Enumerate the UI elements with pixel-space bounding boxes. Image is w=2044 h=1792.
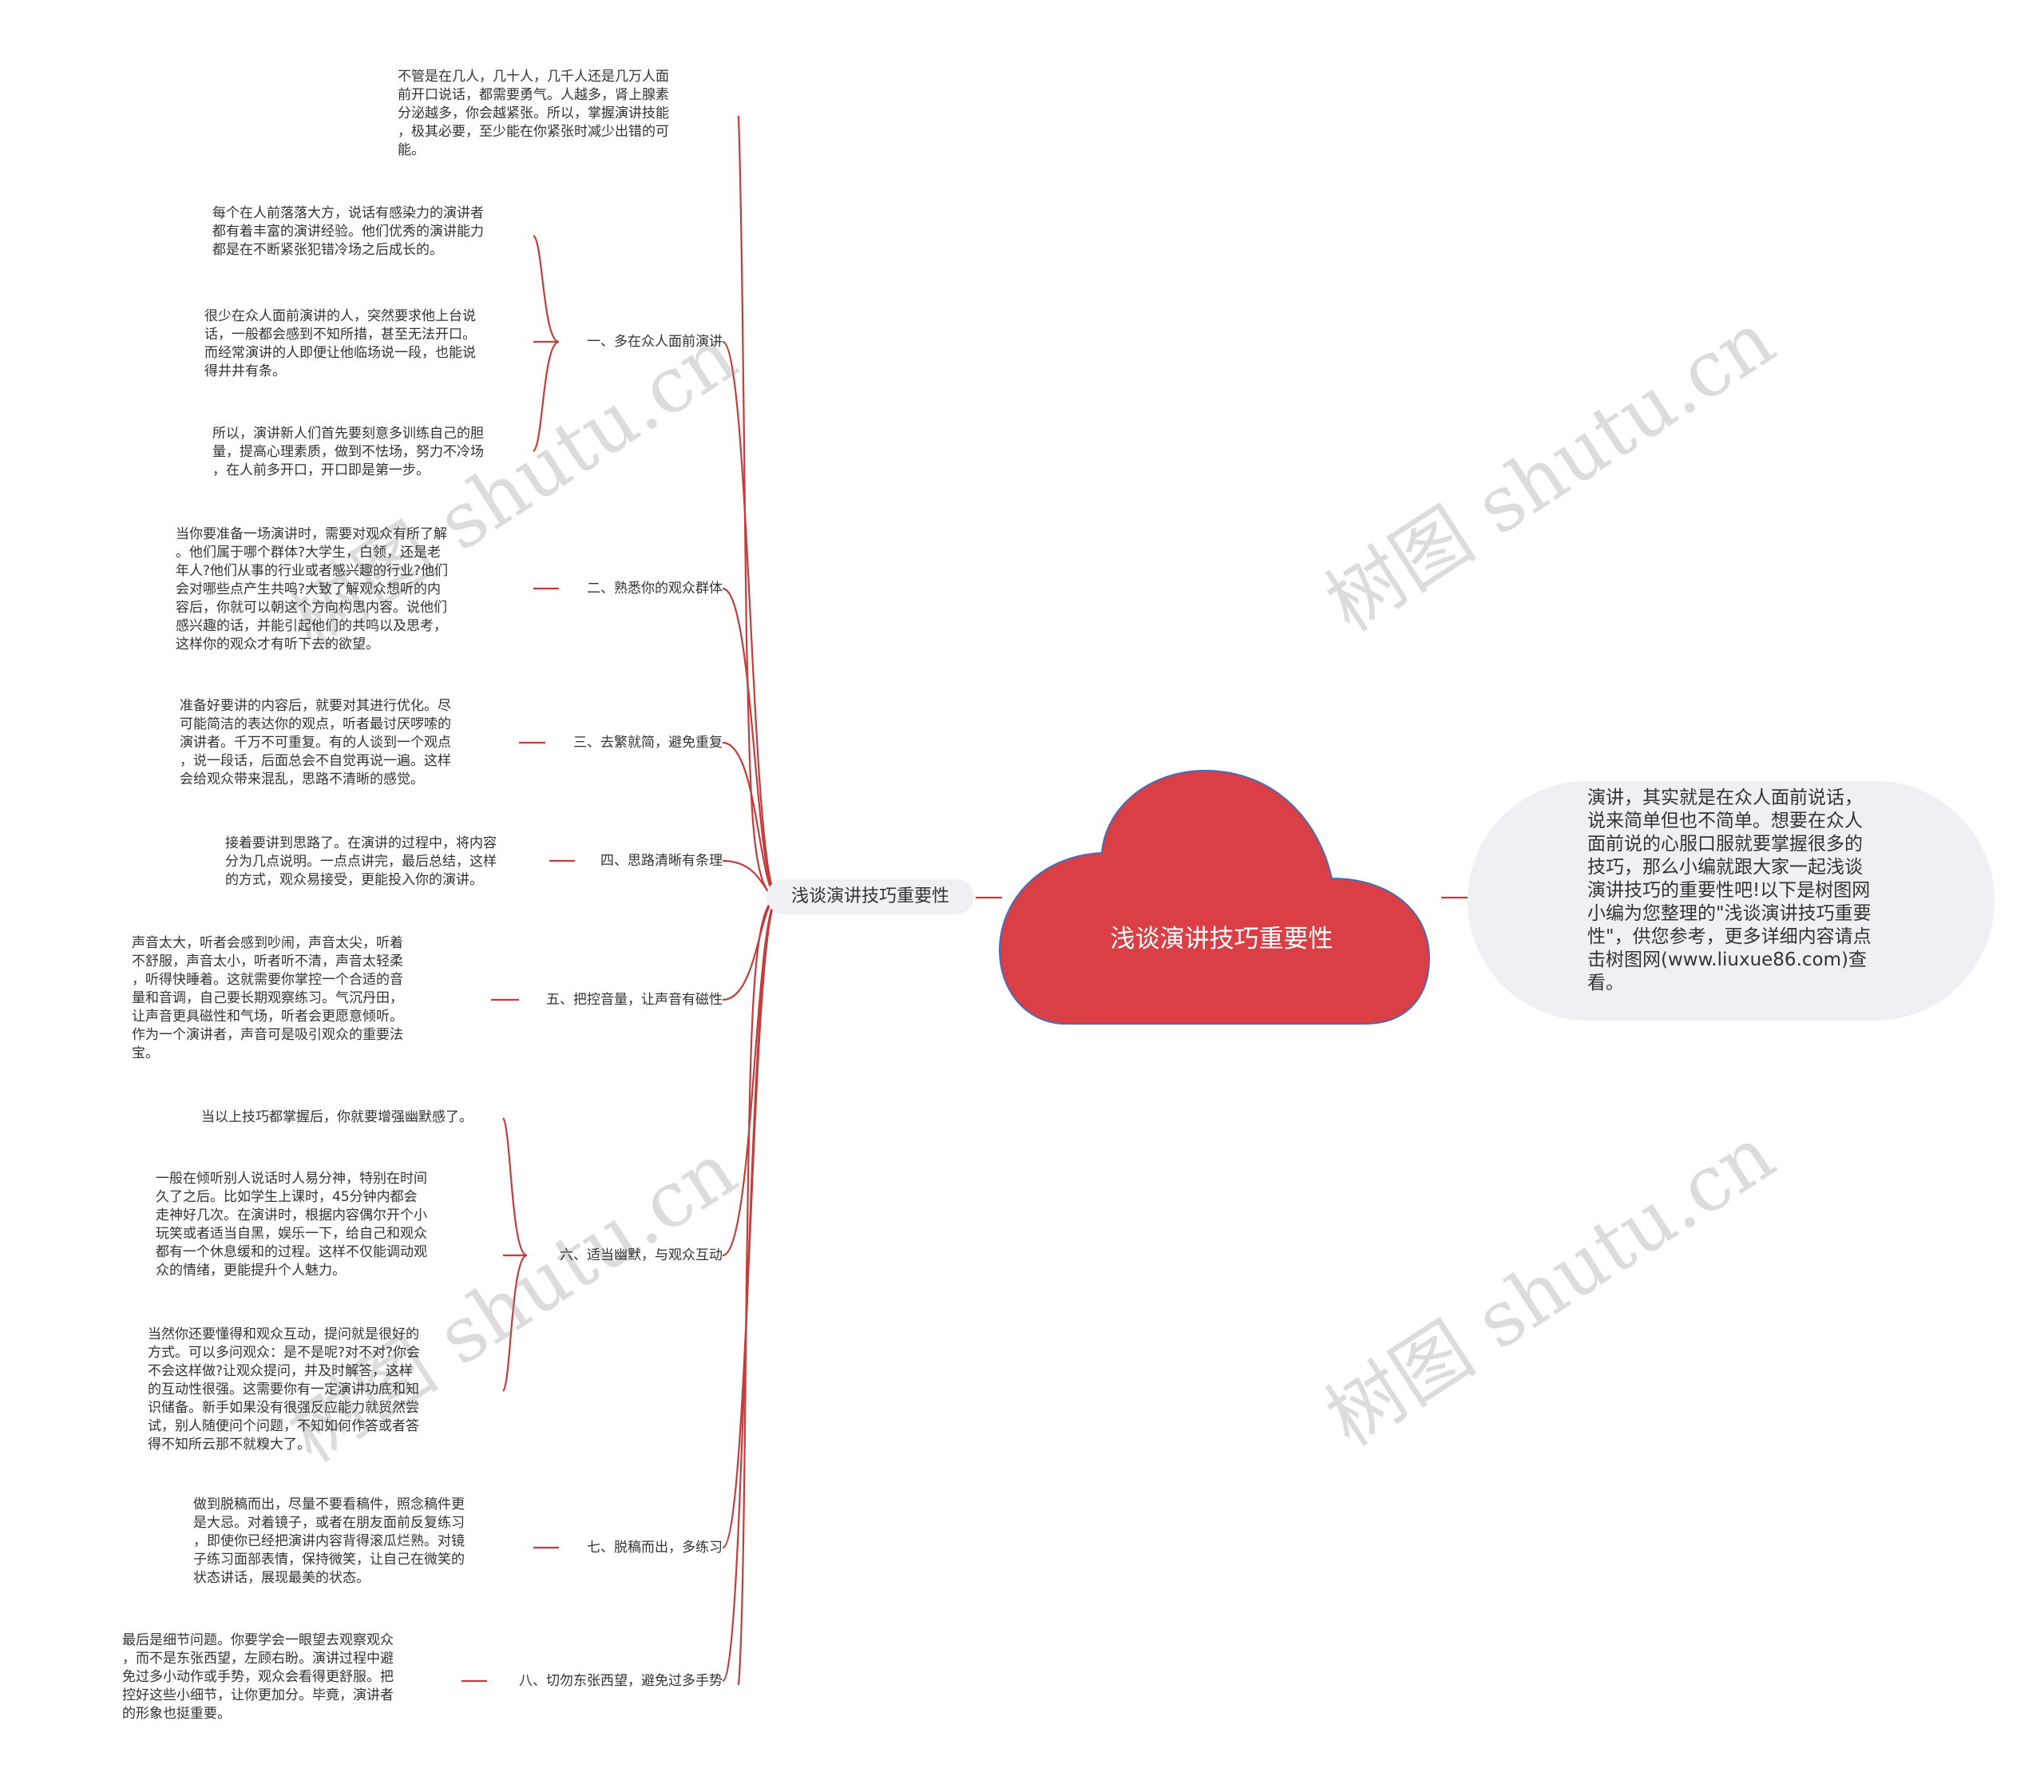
note-8-1[interactable]: 最后是细节问题。你要学会一眼望去观察观众 ，而不是东张西望，左顾右盼。演讲过程中… [122, 1632, 394, 1722]
center-cloud [998, 769, 1431, 1025]
intro-text[interactable]: 演讲，其实就是在众人面前说话， 说来简单但也不简单。想要在众人 面前说的心服口服… [1587, 787, 1872, 993]
note-3-1[interactable]: 准备好要讲的内容后，就要对其进行优化。尽 可能简洁的表达你的观点，听者最讨厌啰嗦… [180, 698, 451, 787]
branch-7[interactable]: 七、脱稿而出，多练习 [587, 1540, 723, 1556]
note-6-3[interactable]: 当然你还要懂得和观众互动，提问就是很好的 方式。可以多问观众：是不是呢?对不对?… [148, 1326, 421, 1453]
note-1-3[interactable]: 所以，演讲新人们首先要刻意多训练自己的胆 量，提高心理素质，做到不怯场，努力不冷… [212, 426, 484, 478]
branch-2[interactable]: 二、熟悉你的观众群体 [587, 581, 723, 597]
note-6-1[interactable]: 当以上技巧都掌握后，你就要增强幽默感了。 [201, 1109, 473, 1125]
edge-branch-2 [722, 587, 779, 899]
note-7-1[interactable]: 做到脱稿而出，尽量不要看稿件，照念稿件更 是大忌。对着镜子，或者在朋友面前反复练… [193, 1497, 465, 1586]
edge-note-1c [533, 340, 560, 453]
branch-6[interactable]: 六、适当幽默，与观众互动 [560, 1247, 723, 1263]
edge-note-6c [502, 1254, 528, 1392]
branch-5[interactable]: 五、把控音量，让声音有磁性 [546, 992, 723, 1008]
spine-edge-top [737, 115, 779, 899]
note-1-2[interactable]: 很少在众人面前演讲的人，突然要求他上台说 话，一般都会感到不知所措，甚至无法开口… [204, 308, 476, 379]
edge-note-6 [502, 1117, 528, 1257]
edge-branch-8 [721, 896, 779, 1683]
branch-3[interactable]: 三、去繁就简，避免重复 [573, 735, 723, 751]
branch-1[interactable]: 一、多在众人面前演讲 [587, 334, 723, 350]
edge-branch-1 [722, 340, 779, 899]
note-4-1[interactable]: 接着要讲到思路了。在演讲的过程中，将内容 分为几点说明。一点点讲完，最后总结，这… [225, 835, 497, 888]
note-2-1[interactable]: 当你要准备一场演讲时，需要对观众有所了解 。他们属于哪个群体?大学生，白领，还是… [176, 526, 449, 652]
top-note[interactable]: 不管是在几人，几十人，几千人还是几万人面 前开口说话，都需要勇气。人越多，肾上腺… [398, 69, 669, 158]
center-topic[interactable]: 浅谈演讲技巧重要性 [1110, 925, 1333, 953]
edge-note-1 [533, 234, 560, 343]
note-5-1[interactable]: 声音太大，听者会感到吵闹，声音太尖，听着 不舒服，声音太小，听者听不清，声音太轻… [132, 935, 403, 1061]
intro-bubble [1468, 781, 1994, 1021]
branch-4[interactable]: 四、思路清晰有条理 [600, 853, 723, 869]
note-1-1[interactable]: 每个在人前落落大方，说话有感染力的演讲者 都有着丰富的演讲经验。他们优秀的演讲能… [212, 205, 484, 258]
branch-8[interactable]: 八、切勿东张西望，避免过多手势 [519, 1673, 723, 1689]
root-topic[interactable]: 浅谈演讲技巧重要性 [766, 879, 974, 914]
note-6-2[interactable]: 一般在倾听别人说话时人易分神，特别在时间 久了之后。比如学生上课时，45分钟内都… [156, 1171, 427, 1279]
